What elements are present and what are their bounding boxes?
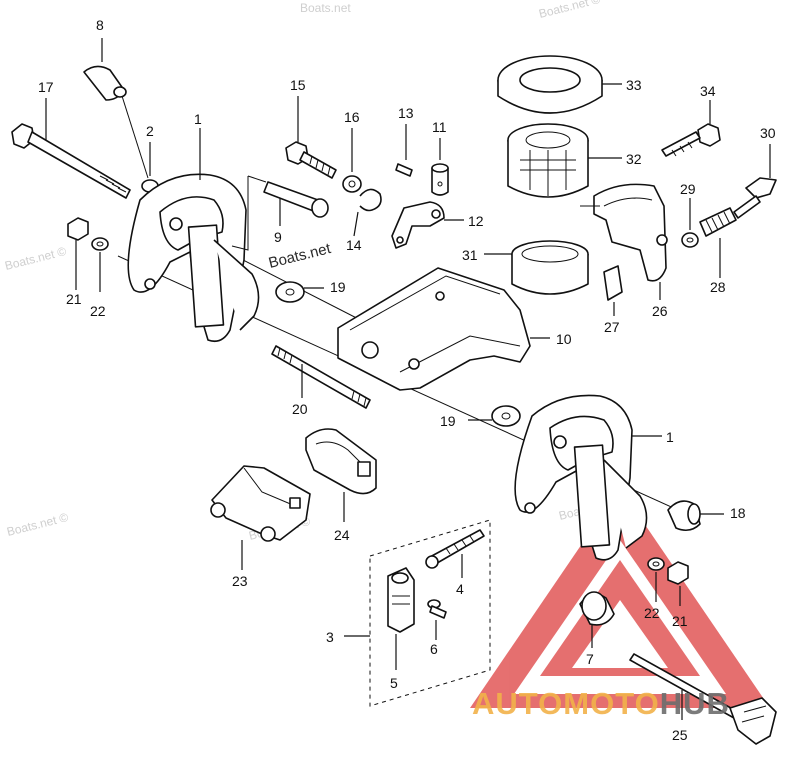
callout-c12: 12 <box>468 213 484 229</box>
part-21-nut-left <box>67 217 89 290</box>
part-13-pin <box>395 124 413 177</box>
brand-name: AUTOMOTOHUB <box>472 686 730 721</box>
part-23-clamp-plate <box>210 465 311 570</box>
part-21-nut-right <box>667 561 689 606</box>
part-24-clamp-pad <box>305 428 377 522</box>
part-20-stud <box>271 345 371 409</box>
watermark-text: Boats.net © <box>3 244 68 273</box>
callout-c34: 34 <box>700 83 716 99</box>
part-25-bolt <box>629 653 777 745</box>
part-15-bolt <box>285 96 337 179</box>
watermark-text: Boats.net © <box>5 510 70 539</box>
brand-triangle-icon <box>470 488 770 708</box>
callout-c25: 25 <box>672 727 688 743</box>
part-9-bolt <box>231 175 329 251</box>
callout-c22a: 22 <box>90 303 106 319</box>
part-34-bolt <box>661 100 721 157</box>
callout-c22b: 22 <box>644 605 660 621</box>
part-28-spring <box>699 207 737 278</box>
callout-c6: 6 <box>430 641 438 657</box>
part-33-rubber-ring <box>497 55 622 114</box>
callout-c15: 15 <box>290 77 306 93</box>
part-4-stud <box>425 529 485 578</box>
part-19-washer-upper <box>275 281 324 303</box>
callout-labels: 8 17 2 1 15 16 13 11 33 34 30 32 29 9 14… <box>38 17 776 743</box>
part-19-washer-lower <box>468 405 521 427</box>
callout-c30: 30 <box>760 125 776 141</box>
part-22-washer-right <box>647 557 665 602</box>
callout-c32: 32 <box>626 151 642 167</box>
part-group-3-outline <box>344 519 491 707</box>
part-26-swivel-cover <box>580 183 668 300</box>
part-5-clamp-block <box>387 567 415 670</box>
part-11-knob <box>431 138 449 196</box>
part-14-spring-clip <box>353 188 382 237</box>
callout-c20: 20 <box>292 401 308 417</box>
watermark-text: Boats.net <box>300 1 351 15</box>
callout-c24: 24 <box>334 527 350 543</box>
part-8-bushing <box>83 38 149 179</box>
brand-name-part2: HUB <box>660 686 730 721</box>
callout-c27: 27 <box>604 319 620 335</box>
watermark-text: Boats.net © <box>537 0 602 21</box>
callout-c19b: 19 <box>440 413 456 429</box>
callout-c18: 18 <box>730 505 746 521</box>
part-12-lever <box>391 201 464 249</box>
part-22-washer-left <box>91 237 109 292</box>
part-6-screw <box>427 599 447 640</box>
part-29-washer <box>681 198 699 248</box>
callout-c33: 33 <box>626 77 642 93</box>
callout-c13: 13 <box>398 105 414 121</box>
part-17-bolt <box>11 98 131 199</box>
callout-c29: 29 <box>680 181 696 197</box>
part-10-swivel-bracket <box>337 267 550 391</box>
part-16-washer <box>342 128 362 193</box>
callout-c17: 17 <box>38 79 54 95</box>
callout-c11: 11 <box>432 119 447 135</box>
callout-c4: 4 <box>456 581 464 597</box>
part-7-bushing <box>579 591 615 648</box>
callout-c14: 14 <box>346 237 362 253</box>
callout-c23: 23 <box>232 573 248 589</box>
part-32-bushing-block <box>507 123 622 198</box>
part-30-wing-bolt <box>733 144 777 219</box>
brand-watermark: AUTOMOTOHUB <box>472 686 730 721</box>
callout-c2: 2 <box>146 123 154 139</box>
brand-name-part1: AUTOMOTO <box>472 686 660 721</box>
callout-c28: 28 <box>710 279 726 295</box>
callout-c16: 16 <box>344 109 360 125</box>
callout-c1a: 1 <box>194 111 202 127</box>
callout-c31: 31 <box>462 247 478 263</box>
part-31-sleeve <box>484 240 589 295</box>
part-1-clamp-bracket-left <box>127 128 260 343</box>
callout-c21a: 21 <box>66 291 82 307</box>
callout-c10: 10 <box>556 331 572 347</box>
callout-c3: 3 <box>326 629 334 645</box>
callout-c9: 9 <box>274 229 282 245</box>
callout-c1b: 1 <box>666 429 674 445</box>
callout-c26: 26 <box>652 303 668 319</box>
callout-c21b: 21 <box>672 613 688 629</box>
part-27-clip <box>603 265 623 316</box>
part-18-bushing <box>667 500 724 532</box>
callout-c19a: 19 <box>330 279 346 295</box>
part-1-clamp-bracket-right <box>514 394 662 561</box>
callout-c8: 8 <box>96 17 104 33</box>
callout-c7: 7 <box>586 651 594 667</box>
callout-c5: 5 <box>390 675 398 691</box>
